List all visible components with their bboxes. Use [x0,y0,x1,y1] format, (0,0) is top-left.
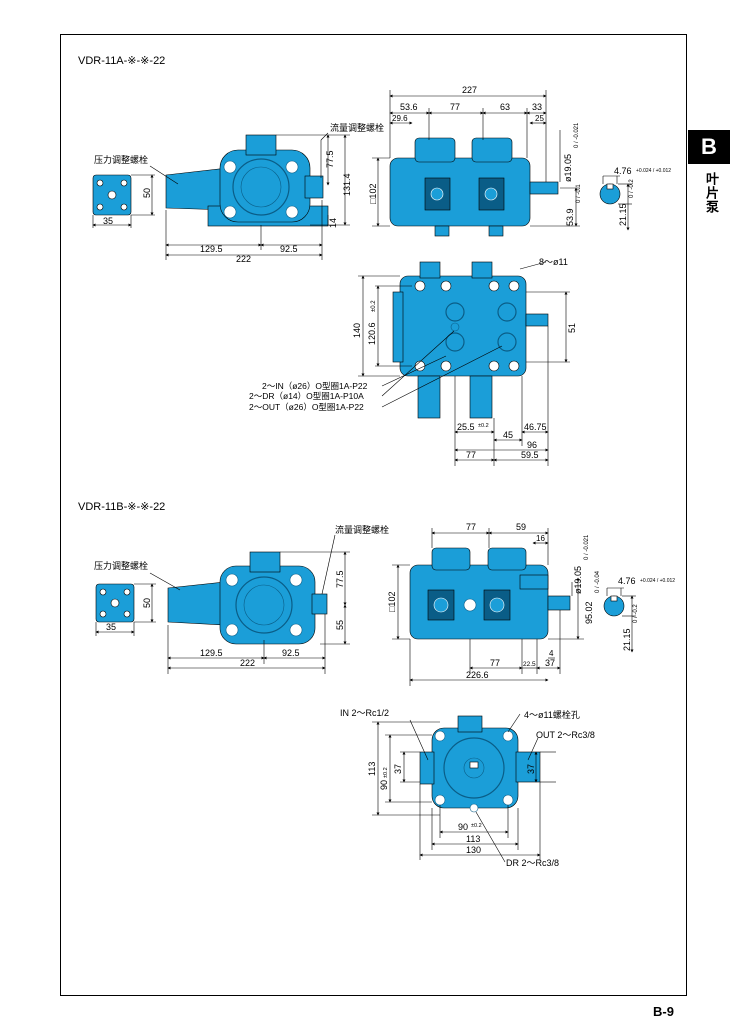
a-holes-label: 8～ø11 [539,257,568,267]
a-dim-96: 96 [527,440,537,450]
a-dim-131-4: 131.4 [342,173,352,196]
b-flow-bolt-label: 流量调整螺栓 [335,524,389,535]
pump-b-flange-view [419,715,541,813]
pump-a-key-section [599,183,621,205]
a-dr-port-label: 2～DR（ø14）O型圈1A-P10A [249,391,364,401]
a-dim-25: 25 [535,114,544,123]
a-dim-4-76-tol: +0.024 / +0.012 [636,168,671,174]
b-dim-90h-tol: ±0.2 [471,823,482,829]
a-in-port-label: 2～IN（ø26）O型圈1A-P22 [262,381,368,391]
b-dim-19-05-tol: 0 / -0.021 [584,534,590,560]
b-dim-113h: 113 [466,834,480,844]
b-dim-130: 130 [466,845,481,855]
b-dim-16: 16 [536,534,545,543]
model-title-b: VDR-11B-※-※-22 [78,501,166,513]
b-out-port-label: OUT 2～Rc3/8 [536,730,595,740]
a-dim-227: 227 [462,85,477,95]
b-dim-21-15-tol: 0 / -0.2 [633,604,639,623]
b-dim-92-5: 92.5 [282,648,300,658]
b-pressure-bolt-label: 压力调整螺栓 [94,560,148,571]
a-dim-50: 50 [142,188,152,198]
section-tab: B [688,130,730,164]
pump-b-side-view [409,547,571,640]
a-dim-92-5: 92.5 [280,244,298,254]
b-dim-102: □102 [387,592,397,612]
a-flow-bolt-label: 流量调整螺栓 [330,122,384,133]
b-dim-4-76: 4.76 [618,576,636,586]
b-dim-19-05: ø19.05 [573,566,583,594]
b-dim-90h: 90 [458,822,468,832]
page-frame [60,34,687,996]
b-holes-label: 4～ø11螺栓孔 [524,709,580,720]
page-number: B-9 [653,1004,674,1019]
pump-a-small-endview [92,174,132,216]
a-out-port-label: 2～OUT（ø26）O型圈1A-P22 [249,402,364,412]
model-title-a: VDR-11A-※-※-22 [78,55,166,67]
pump-a-front-view [165,134,329,227]
pump-a-side-view [389,137,559,237]
b-dim-37: 37 [545,658,555,668]
b-dim-21-15: 21.15 [622,628,632,651]
b-dim-22-5: 22.5 [523,661,536,668]
b-dim-226-6: 226.6 [466,670,489,680]
a-dim-77: 77 [450,102,460,112]
b-dim-95-02-tol: 0 / -0.04 [595,570,601,593]
b-dim-50: 50 [142,598,152,608]
a-dim-129-5: 129.5 [200,244,223,254]
a-dim-25-5: 25.5 [457,422,475,432]
a-dim-45: 45 [503,430,513,440]
b-dim-77-5: 77.5 [335,570,345,588]
a-dim-120-6-tol: ±0.2 [371,300,377,312]
b-dim-77b: 77 [490,658,500,668]
b-dim-37v: 37 [393,764,403,774]
b-dim-113: 113 [367,762,377,776]
b-dim-55: 55 [335,620,345,630]
b-dim-4-76-tol: +0.024 / +0.012 [640,578,675,584]
a-dim-77b: 77 [466,450,476,460]
a-dim-222: 222 [236,254,251,264]
b-dim-90-tol: ±0.2 [383,767,389,778]
a-dim-33: 33 [532,102,542,112]
b-dr-port-label: DR 2～Rc3/8 [506,858,559,868]
a-dim-4-76: 4.76 [614,166,632,176]
a-dim-53-9-tol: 0 / -0.1 [576,184,582,203]
a-dim-46-75: 46.75 [524,422,547,432]
a-dim-14: 14 [328,218,338,228]
a-dim-102: □102 [368,184,378,204]
a-dim-21-15-tol: 0 / -0.2 [629,179,635,198]
pump-a-bottom-view [392,261,549,419]
b-dim-90: 90 [379,780,389,790]
a-dim-21-15: 21.15 [618,203,628,226]
a-dim-120-6: 120.6 [367,322,377,345]
b-dim-77: 77 [466,522,476,532]
pump-b-key-section [603,595,625,617]
b-dim-129-5: 129.5 [200,648,223,658]
b-dim-59: 59 [516,522,526,532]
b-in-port-label: IN 2～Rc1/2 [340,708,389,718]
a-dim-63: 63 [500,102,510,112]
a-dim-19-05-tol: 0 / -0.021 [574,122,580,148]
pump-b-small-endview [95,583,135,623]
a-dim-53-6: 53.6 [400,102,418,112]
section-tab-label: 叶片泵 [704,172,719,214]
b-dim-4: 4 [549,649,554,658]
a-dim-29-6: 29.6 [392,114,408,123]
a-dim-140: 140 [352,323,362,338]
b-dim-95-02: 95.02 [584,601,594,624]
a-dim-53-9: 53.9 [565,208,575,226]
a-dim-59-5: 59.5 [521,450,539,460]
b-dim-35: 35 [106,622,116,632]
a-dim-35: 35 [103,216,113,226]
a-dim-51: 51 [567,323,577,333]
a-pressure-bolt-label: 压力调整螺栓 [94,154,148,165]
b-dim-222: 222 [240,658,255,668]
a-dim-77-5: 77.5 [325,150,335,168]
pump-b-front-view [167,551,328,645]
b-dim-37r: 37 [526,764,536,774]
a-dim-19-05: ø19.05 [563,154,573,182]
a-dim-25-5-tol: ±0.2 [478,423,489,429]
